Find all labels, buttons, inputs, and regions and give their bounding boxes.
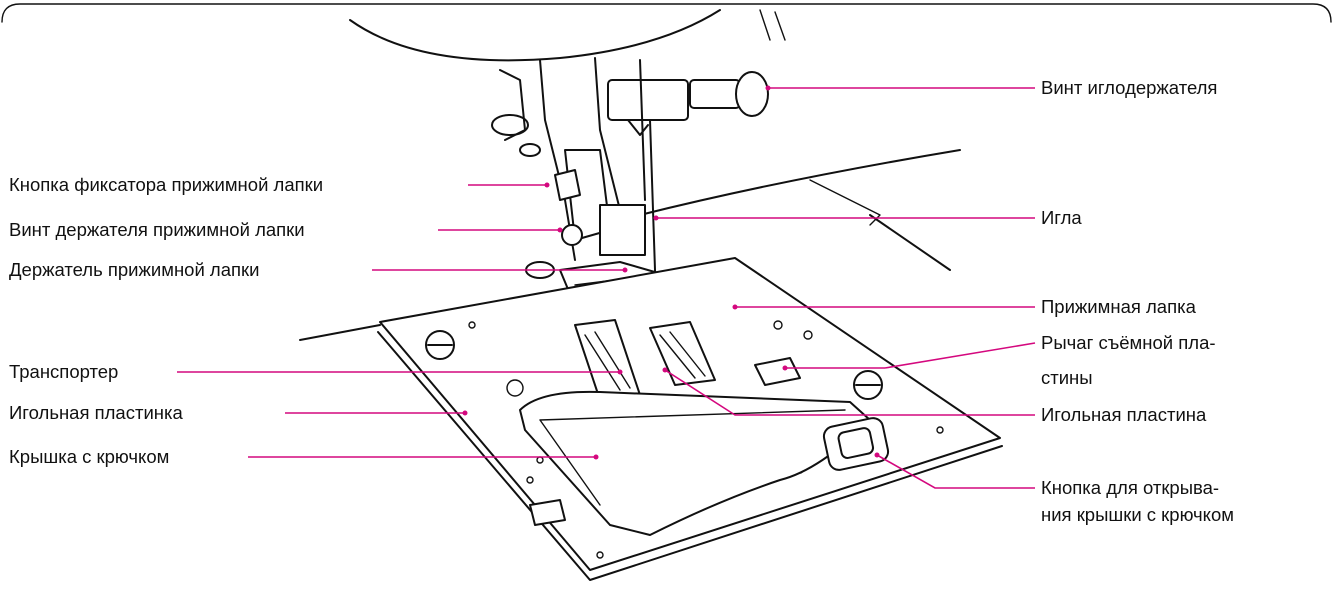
label-needle-clamp-screw: Винт иглодержателя xyxy=(1041,77,1218,98)
foot-holder-screw xyxy=(561,224,583,246)
label-bobbin-cover: Крышка с крючком xyxy=(9,446,170,467)
label-feed-dogs: Транспортер xyxy=(9,361,119,382)
needle-clamp-screw-head xyxy=(735,71,769,117)
leader-plate-lever-b xyxy=(884,342,1036,369)
needle-plate-edge xyxy=(377,331,1003,581)
label-plate-lever-line1: Рычаг съёмной пла- xyxy=(1041,332,1216,353)
foot-release-button xyxy=(554,169,581,201)
tension-knob xyxy=(499,69,526,141)
foot-shank xyxy=(599,204,646,256)
leader-needle-plate xyxy=(664,369,1035,416)
bobbin-button xyxy=(837,427,875,459)
presser-bar-right xyxy=(594,57,621,211)
label-foot-holder-screw: Винт держателя прижимной лапки xyxy=(9,219,305,240)
bobbin-cover-shape xyxy=(519,390,871,536)
plate-release-lever xyxy=(754,357,801,386)
needle-shaft xyxy=(649,119,657,301)
frame-border xyxy=(1,3,1332,23)
bed-edge-right xyxy=(869,214,951,271)
label-foot-release-button: Кнопка фиксатора прижимной лапки xyxy=(9,174,324,195)
needle-clamp-screw-body xyxy=(689,79,741,109)
leader-bobbin-button xyxy=(876,454,1035,489)
machine-arm-curve xyxy=(349,9,721,62)
label-bobbin-button-line2: ния крышки с крючком xyxy=(1041,504,1234,525)
label-needle: Игла xyxy=(1041,207,1082,228)
needle-clamp xyxy=(607,79,689,121)
label-foot-holder: Держатель прижимной лапки xyxy=(9,259,260,280)
bobbin-winder xyxy=(491,114,529,136)
bed-corner xyxy=(809,179,881,226)
bed-edge-upper xyxy=(639,149,961,216)
label-bobbin-button-line1: Кнопка для открыва- xyxy=(1041,477,1220,498)
label-plate-lever-line2: стины xyxy=(1041,367,1093,388)
label-presser-foot: Прижимная лапка xyxy=(1041,296,1196,317)
bed-edge-left xyxy=(299,324,381,341)
label-needle-plate: Игольная пластина xyxy=(1041,404,1207,425)
label-needle-plate-left: Игольная пластинка xyxy=(9,402,183,423)
needle-bar xyxy=(639,59,646,201)
thread-lines xyxy=(759,9,786,41)
